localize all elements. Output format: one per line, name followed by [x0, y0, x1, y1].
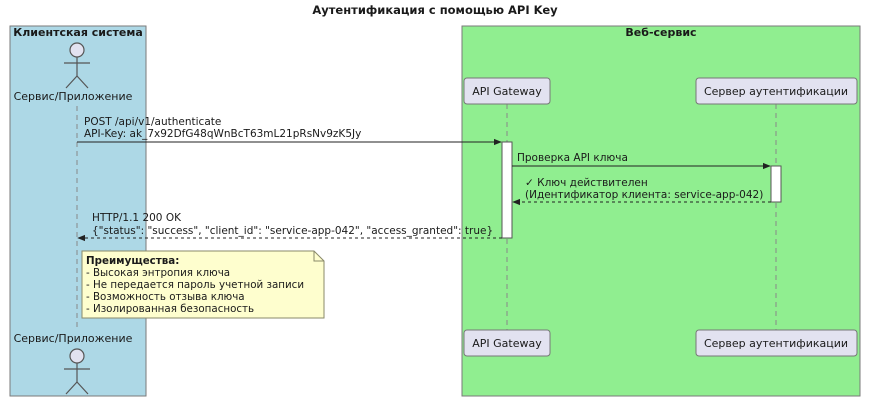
- note-heading: Преимущества:: [86, 255, 179, 267]
- note-item-4: - Изолированная безопасность: [86, 303, 254, 315]
- message-3-line-1: ✓ Ключ действителен: [525, 177, 648, 189]
- auth-server-label-top: Сервер аутентификации: [704, 85, 848, 98]
- client-app-label-top: Сервис/Приложение: [14, 90, 133, 103]
- auth-server-participant-top: [695, 77, 858, 105]
- client-system-box-title: Клиентская система: [13, 26, 143, 39]
- note-item-3: - Возможность отзыва ключа: [86, 291, 245, 303]
- note-item-2: - Не передается пароль учетной записи: [86, 279, 304, 291]
- note-fold: [313, 251, 324, 262]
- auth-server-label-bottom: Сервер аутентификации: [704, 337, 848, 350]
- actor-top-icon: [64, 42, 90, 89]
- diagram-title: Аутентификация с помощью API Key: [312, 3, 558, 17]
- client-system-box: [9, 25, 147, 397]
- note-box: [81, 250, 325, 319]
- web-service-box-title: Веб-сервис: [625, 26, 696, 39]
- message-1-line-1: POST /api/v1/authenticate: [84, 116, 221, 128]
- gateway-activation: [501, 141, 513, 239]
- message-4-line-2: {"status": "success", "client_id": "serv…: [92, 225, 493, 237]
- message-3-line-2: (Идентификатор клиента: service-app-042): [525, 189, 763, 201]
- message-1-line-2: API-Key: ak_7x92DfG48qWnBcT63mL21pRsNv9z…: [84, 128, 361, 140]
- message-4-line-1: HTTP/1.1 200 OK: [92, 212, 182, 224]
- gateway-label-top: API Gateway: [472, 85, 542, 98]
- auth-server-participant-bottom: [695, 329, 858, 357]
- message-2-label: Проверка API ключа: [517, 152, 628, 164]
- gateway-label-bottom: API Gateway: [472, 337, 542, 350]
- note-item-1: - Высокая энтропия ключа: [86, 267, 230, 279]
- actor-bottom-icon: [64, 348, 90, 395]
- client-app-label-bottom: Сервис/Приложение: [14, 332, 133, 345]
- gateway-participant-bottom: [463, 329, 551, 357]
- gateway-participant-top: [463, 77, 551, 105]
- auth-server-activation: [770, 165, 782, 203]
